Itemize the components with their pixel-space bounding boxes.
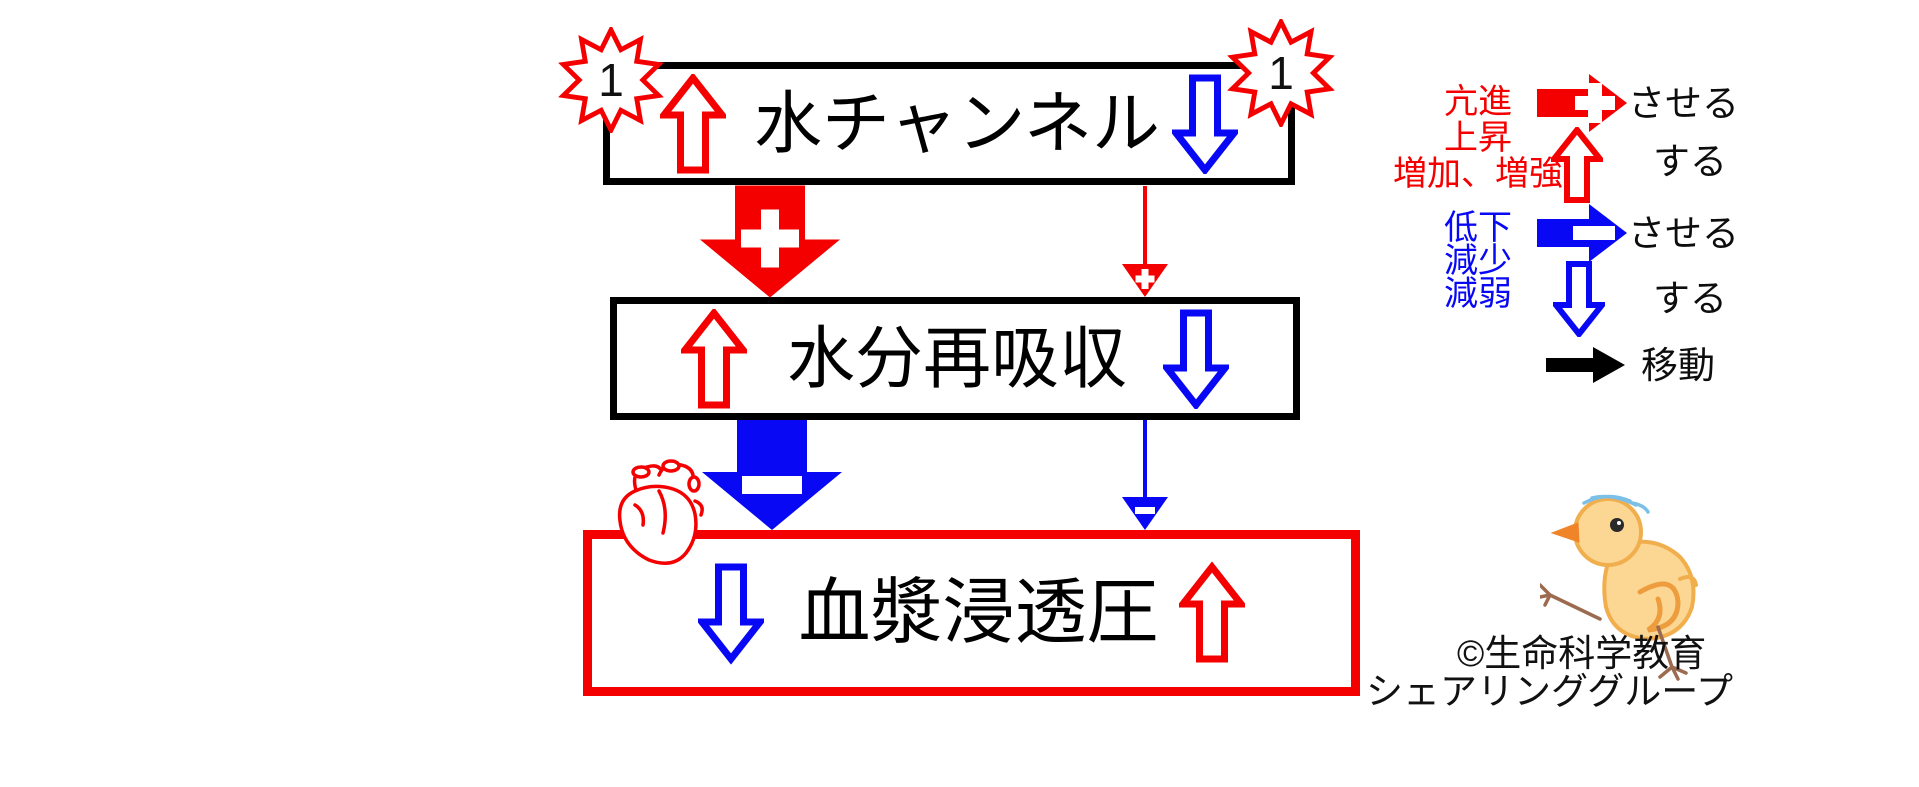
legend-term: 増加、増強 xyxy=(1393,155,1563,193)
cause-increase-thick-arrow-icon xyxy=(700,185,840,298)
legend-cause-increase-label: させる xyxy=(1628,83,1739,124)
legend-increase-terms: 亢進 上昇 増加、増強 xyxy=(1383,84,1573,192)
node-label: 水チャンネル xyxy=(754,85,1160,162)
node-water-reabsorption: 水分再吸収 xyxy=(610,297,1300,420)
legend-term: 減少 xyxy=(1444,242,1512,280)
node-label: 水分再吸収 xyxy=(786,320,1127,397)
cause-increase-thin-arrow-icon xyxy=(1122,186,1168,297)
legend-term: 低下 xyxy=(1444,209,1512,247)
increase-up-arrow-icon xyxy=(660,73,727,173)
chick-mascot-icon xyxy=(1540,494,1698,681)
step-badge-left: 1 xyxy=(558,27,664,133)
heart-sketch-icon xyxy=(617,459,704,565)
cause-decrease-thick-arrow-icon xyxy=(702,420,842,530)
decrease-down-arrow-icon xyxy=(1171,74,1238,174)
decrease-down-arrow-icon xyxy=(1163,309,1229,409)
credit-line-1: ©生命科学教育 xyxy=(1457,633,1707,674)
legend-term: 減弱 xyxy=(1444,275,1512,313)
credit-line-2: シェアリンググループ xyxy=(1366,671,1734,712)
legend-cause-decrease-label: させる xyxy=(1628,213,1739,254)
starburst-icon xyxy=(1227,19,1335,127)
legend-term: 上昇 xyxy=(1444,119,1512,157)
starburst-icon xyxy=(558,27,664,133)
legend-increase-label: する xyxy=(1653,141,1727,182)
legend-decrease-terms: 低下 減少 減弱 xyxy=(1383,209,1573,313)
step-number: 1 xyxy=(598,54,624,106)
decrease-down-arrow-icon xyxy=(698,563,765,665)
legend-cause-decrease-arrow-icon xyxy=(1537,204,1627,262)
step-number: 1 xyxy=(1268,47,1294,99)
increase-up-arrow-icon xyxy=(680,308,747,408)
legend-increase-up-arrow-icon xyxy=(1551,127,1603,203)
legend-move-arrow-icon xyxy=(1546,347,1625,383)
node-label: 血漿浸透圧 xyxy=(798,573,1159,653)
step-badge-right: 1 xyxy=(1227,19,1335,127)
increase-up-arrow-icon xyxy=(1178,561,1245,663)
legend-decrease-down-arrow-icon xyxy=(1553,261,1605,337)
cause-decrease-thin-arrow-icon xyxy=(1122,420,1168,530)
legend-cause-increase-arrow-icon xyxy=(1537,74,1627,132)
node-plasma-osmotic-pressure: 血漿浸透圧 xyxy=(583,530,1360,696)
node-water-channel: 水チャンネル xyxy=(603,62,1295,185)
legend-decrease-label: する xyxy=(1653,278,1727,319)
legend-move-label: 移動 xyxy=(1641,345,1715,386)
legend-term: 亢進 xyxy=(1444,83,1512,121)
